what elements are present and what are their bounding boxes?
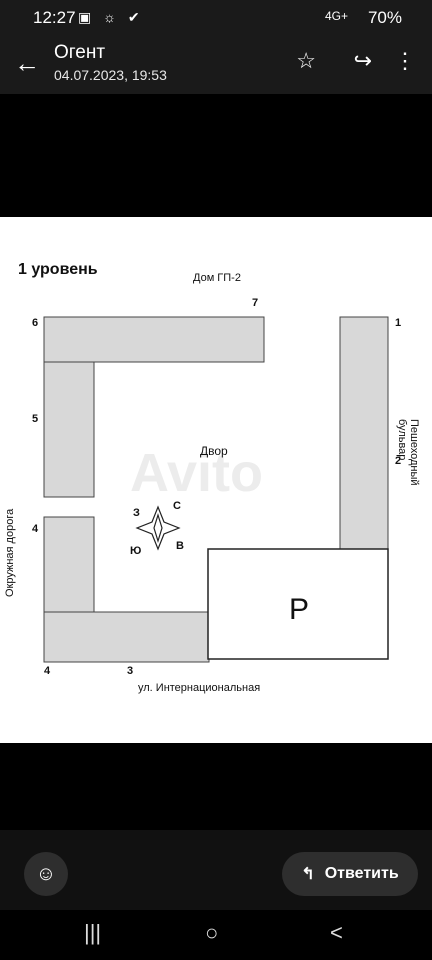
sender-name: Огент (54, 42, 106, 63)
status-time: 12:27 (33, 8, 76, 27)
label-top: Дом ГП-2 (193, 272, 241, 284)
label-bottom: ул. Интернациональная (138, 682, 261, 694)
compass-east: В (176, 540, 184, 552)
floor-plan-drawing (43, 316, 389, 663)
compass-west: З (133, 507, 140, 519)
compass-south: Ю (130, 545, 142, 557)
emoji-icon: ☺ (35, 862, 57, 885)
plan-title: 1 уровень (18, 261, 98, 278)
reply-button[interactable]: ↰ Ответить (282, 852, 418, 896)
building-number: 6 (32, 317, 39, 329)
watermark: Avito (130, 443, 263, 503)
more-vert-icon[interactable]: ⋮ (394, 48, 416, 73)
parking-area (207, 548, 389, 660)
recents-icon[interactable]: ||| (84, 920, 102, 945)
app-bar: ← Огент 04.07.2023, 19:53 ☆ ↪ ⋮ (0, 36, 432, 94)
compass-rose (135, 505, 181, 551)
star-icon[interactable]: ☆ (296, 48, 316, 73)
building-number: 1 (395, 317, 402, 329)
notification-icons: ▣ ☼ ✔ (78, 9, 144, 25)
building-number: 5 (32, 413, 39, 425)
system-nav-bar: ||| ○ < (0, 910, 432, 960)
building-number: 2 (395, 455, 402, 467)
reply-icon: ↰ (301, 866, 315, 883)
battery-level: 70% (367, 8, 402, 27)
message-date: 04.07.2023, 19:53 (54, 67, 167, 83)
floor-plan-image[interactable]: Avito 1 уровень Дом ГП-2 Окружная дорога… (0, 217, 432, 743)
emoji-reaction-button[interactable]: ☺ (24, 852, 68, 896)
nav-back-icon[interactable]: < (330, 920, 343, 945)
network-type: 4G+ (324, 9, 348, 23)
building-number: 4 (44, 665, 51, 677)
forward-icon[interactable]: ↪ (353, 48, 372, 73)
compass-north: С (173, 500, 181, 512)
building-number: 3 (127, 665, 134, 677)
label-courtyard: Двор (200, 444, 228, 458)
back-arrow-icon[interactable]: ← (14, 48, 40, 78)
parking-letter: P (289, 593, 310, 626)
home-icon[interactable]: ○ (205, 920, 219, 945)
building-number: 4 (32, 523, 39, 535)
building-number: 7 (252, 297, 259, 309)
bottom-action-bar: ☺ ↰ Ответить (0, 830, 432, 910)
status-bar: 12:27 ▣ ☼ ✔ 4G+ 70% (0, 0, 432, 36)
reply-label: Ответить (324, 865, 399, 882)
